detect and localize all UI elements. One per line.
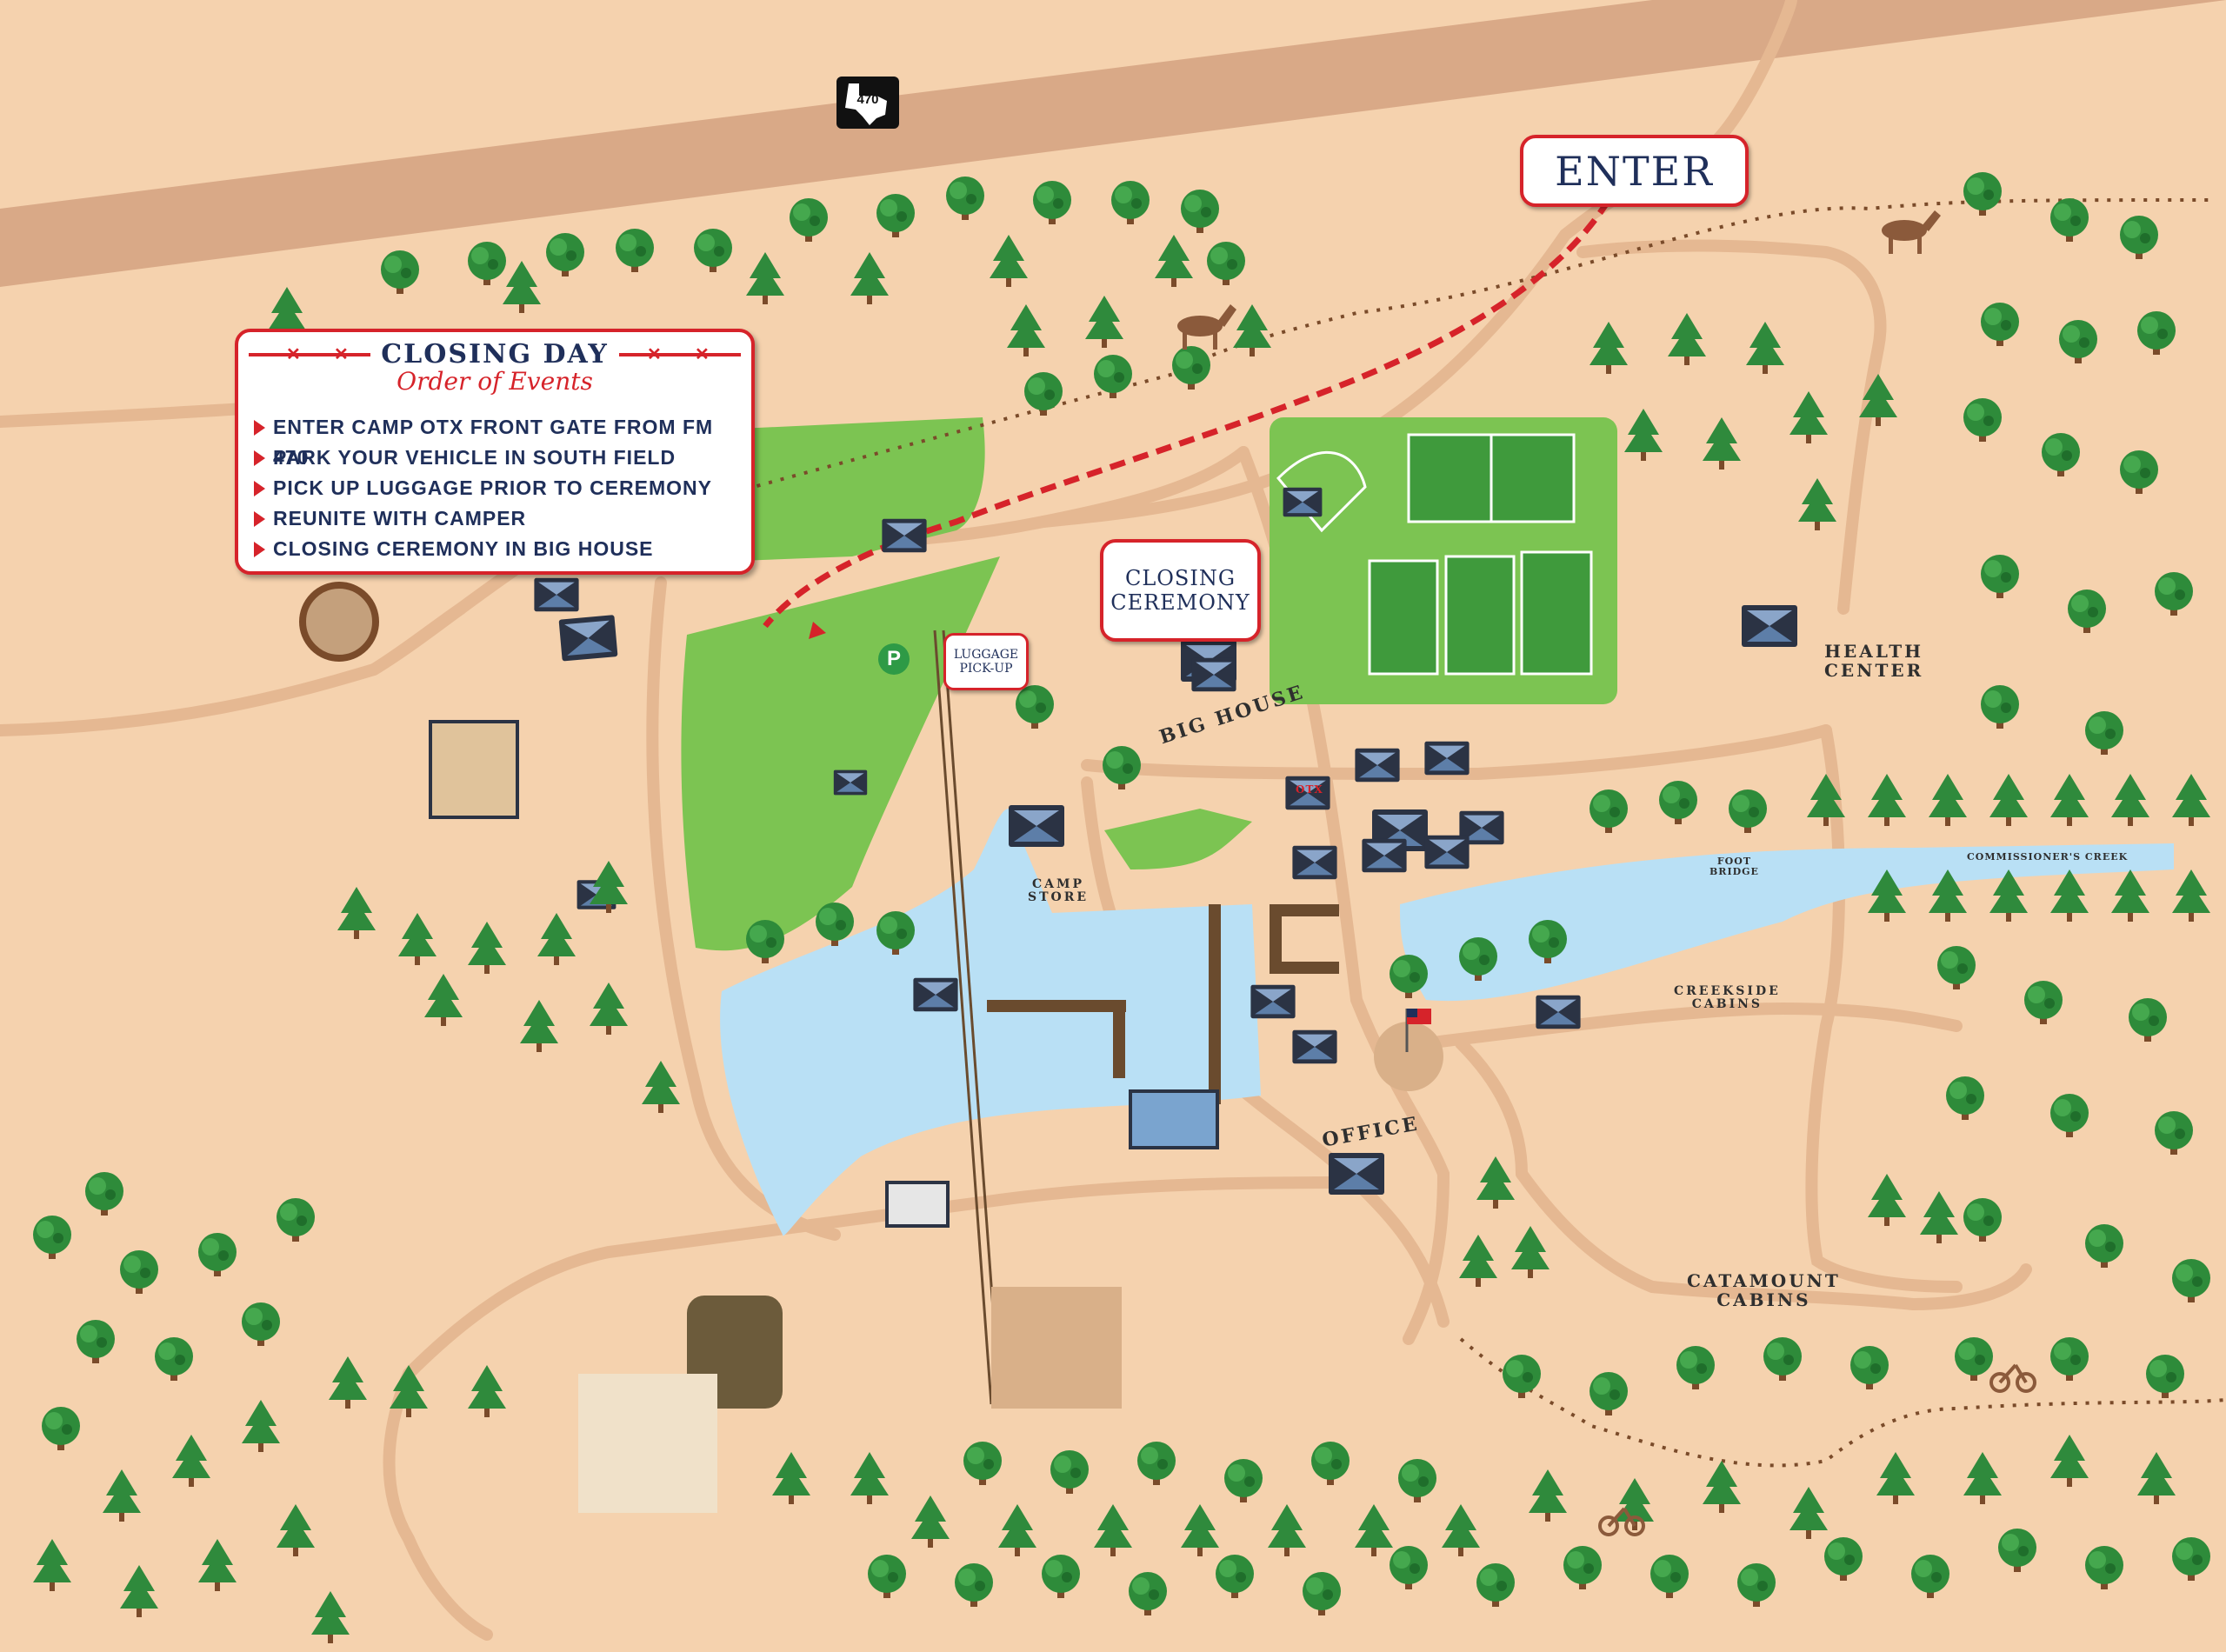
- highway-sign: 470: [836, 77, 899, 129]
- list-item-text: PARK YOUR VEHICLE IN SOUTH FIELD: [273, 446, 676, 469]
- sports-court: [885, 1181, 950, 1228]
- order-of-events-card: ✕ ✕ ✕ ✕ CLOSING DAY Order of Events ENTE…: [235, 329, 755, 575]
- triangle-bullet-icon: [254, 481, 265, 496]
- swimming-pool: [1129, 1089, 1219, 1149]
- creekside-line2: CABINS: [1691, 997, 1763, 1012]
- barb-icon: ✕: [334, 345, 349, 364]
- flag-circle: [1374, 1022, 1443, 1091]
- horse-icon: [1177, 210, 1941, 350]
- zip-line-2: [942, 629, 1002, 1405]
- triangle-bullet-icon: [254, 450, 265, 466]
- creekside-line1: CREEKSIDE: [1674, 984, 1781, 998]
- highway-fm-470: [0, 0, 2226, 287]
- foot-bridge-line2: BRIDGE: [1709, 866, 1759, 878]
- parking-icon: P: [878, 643, 910, 675]
- list-item: PARK YOUR VEHICLE IN SOUTH FIELD: [254, 443, 751, 473]
- order-of-events-subtitle: Order of Events: [397, 367, 593, 396]
- closing-ceremony-line1: CLOSING: [1124, 566, 1236, 590]
- soccer-fields: [1368, 433, 1593, 676]
- health-center-label: HEALTH CENTER: [1824, 642, 1923, 680]
- enter-label: ENTER: [1555, 147, 1714, 195]
- triangle-bullet-icon: [254, 511, 265, 527]
- order-of-events-title: CLOSING DAY: [381, 339, 609, 370]
- list-item-text: ENTER CAMP OTX FRONT GATE FROM FM 470: [273, 416, 714, 469]
- parking-lot: [681, 556, 1000, 951]
- foot-bridge-label: FOOT BRIDGE: [1709, 856, 1759, 877]
- fire-ring: [299, 582, 379, 662]
- luggage-line2: PICK-UP: [959, 662, 1013, 676]
- health-center-line2: CENTER: [1824, 660, 1924, 681]
- triangle-bullet-icon: [254, 542, 265, 557]
- zip-line-1: [933, 629, 993, 1405]
- camp-store-label: CAMP STORE: [1028, 877, 1090, 905]
- order-of-events-list: ENTER CAMP OTX FRONT GATE FROM FM 470 PA…: [254, 412, 751, 564]
- field-dirt: [991, 1287, 1122, 1409]
- highway-number: 470: [856, 92, 879, 107]
- list-item: ENTER CAMP OTX FRONT GATE FROM FM 470: [254, 412, 751, 469]
- commissioners-creek: [1400, 843, 2174, 1002]
- mountain-bike-icon: [1598, 1363, 2036, 1536]
- enter-sign: ENTER: [1520, 135, 1749, 207]
- island-lawn: [1104, 809, 1252, 869]
- closing-ceremony-sign: CLOSING CEREMONY: [1100, 539, 1261, 642]
- barbed-wire-left: [249, 353, 370, 356]
- list-item-text: CLOSING CEREMONY IN BIG HOUSE: [273, 537, 654, 560]
- barb-icon: ✕: [647, 345, 662, 364]
- beach: [578, 1374, 717, 1513]
- route-arrow: [809, 622, 826, 639]
- list-item: CLOSING CEREMONY IN BIG HOUSE: [254, 534, 751, 564]
- docks: [987, 904, 1339, 1104]
- texas-shape-icon: [845, 83, 887, 125]
- barb-icon: ✕: [286, 345, 301, 364]
- triangle-bullet-icon: [254, 420, 265, 436]
- catamount-line1: CATAMOUNT: [1687, 1270, 1841, 1291]
- list-item-text: REUNITE WITH CAMPER: [273, 507, 527, 530]
- list-item: PICK UP LUGGAGE PRIOR TO CEREMONY: [254, 473, 751, 503]
- baseball-diamond: [1276, 451, 1367, 533]
- list-item: REUNITE WITH CAMPER: [254, 503, 751, 534]
- flag-icon: [1405, 1009, 1431, 1052]
- health-center-line1: HEALTH: [1824, 641, 1924, 662]
- closing-ceremony-line2: CEREMONY: [1110, 590, 1250, 615]
- foot-bridge-line1: FOOT: [1716, 856, 1752, 867]
- catamount-line2: CABINS: [1716, 1289, 1811, 1310]
- camp-store-line1: CAMP: [1032, 877, 1085, 891]
- otx-label: OTX: [1296, 783, 1323, 796]
- luggage-line1: LUGGAGE: [953, 648, 1019, 662]
- creekside-cabins-label: CREEKSIDE CABINS: [1674, 984, 1781, 1012]
- barbed-wire-right: [619, 353, 741, 356]
- camp-store-line2: STORE: [1028, 890, 1090, 905]
- luggage-pickup-sign: LUGGAGE PICK-UP: [943, 633, 1029, 690]
- barb-icon: ✕: [695, 345, 710, 364]
- commissioners-creek-label: COMMISSIONER'S CREEK: [1967, 851, 2129, 863]
- pavilion: [429, 720, 519, 819]
- lake: [720, 809, 1261, 1236]
- catamount-cabins-label: CATAMOUNT CABINS: [1687, 1271, 1841, 1309]
- list-item-text: PICK UP LUGGAGE PRIOR TO CEREMONY: [273, 476, 712, 499]
- entry-route: [763, 198, 1611, 629]
